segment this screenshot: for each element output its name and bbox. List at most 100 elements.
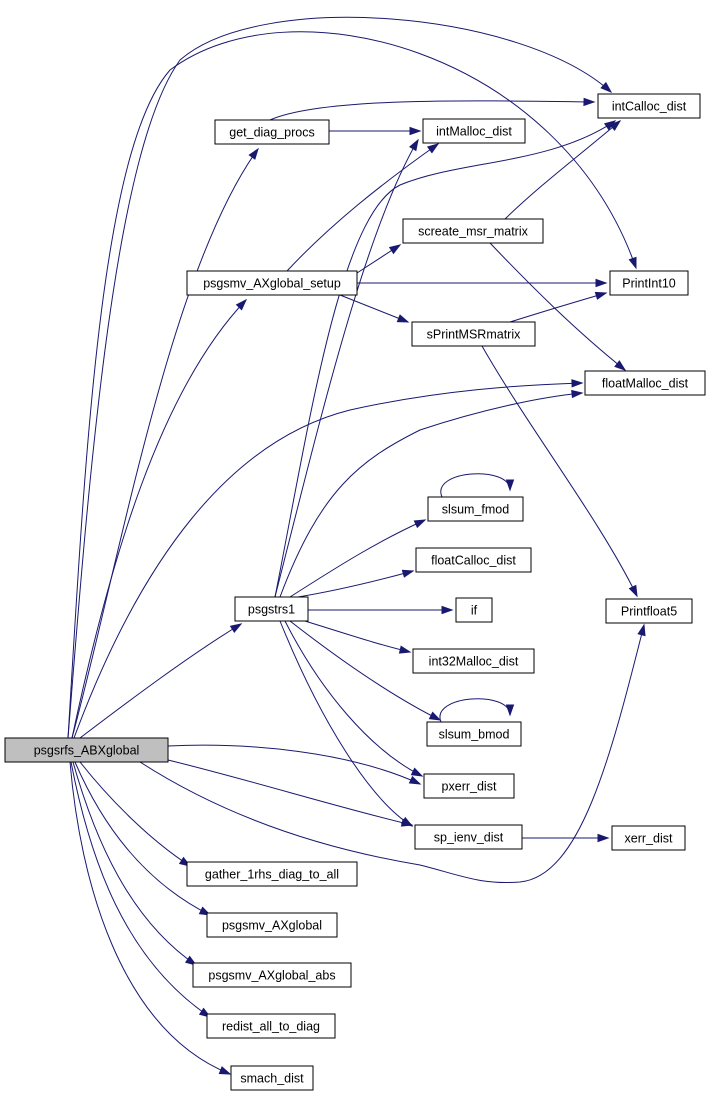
edge-root-to-psgsmv_AXglobal xyxy=(74,761,212,916)
edge-line xyxy=(72,761,197,966)
node-printfloat5[interactable]: Printfloat5 xyxy=(605,598,693,624)
node-box xyxy=(186,270,358,296)
edge-line xyxy=(304,620,411,653)
arrowhead-icon xyxy=(235,298,248,311)
node-redist-all-to-diag[interactable]: redist_all_to_diag xyxy=(206,1013,336,1039)
node-intcalloc-dist[interactable]: intCalloc_dist xyxy=(597,93,701,119)
node-sprintmsrmatrix[interactable]: sPrintMSRmatrix xyxy=(411,321,536,347)
node-label: psgsmv_AXglobal_setup xyxy=(203,277,341,291)
edge-line xyxy=(69,761,231,1075)
edge-line xyxy=(71,148,259,739)
arrowhead-icon xyxy=(609,120,622,131)
edge-line xyxy=(70,761,211,1018)
node-psgsmv-axglobal[interactable]: psgsmv_AXglobal xyxy=(206,912,338,938)
edge-slsum_bmod-to-slsum_bmod xyxy=(439,698,515,723)
edge-line xyxy=(489,242,626,371)
node-gather-1rhs-diag-to-all[interactable]: gather_1rhs_diag_to_all xyxy=(186,861,358,887)
arrowhead-icon xyxy=(409,126,422,136)
edge-screate_msr_matrix-to-intCalloc_dist xyxy=(504,120,622,220)
edge-line xyxy=(289,620,441,721)
node-label: intMalloc_dist xyxy=(436,125,512,139)
node-sp-ienv-dist[interactable]: sp_ienv_dist xyxy=(414,824,523,850)
node-label: redist_all_to_diag xyxy=(222,1020,320,1034)
node-if[interactable]: if xyxy=(455,597,493,623)
node-label: gather_1rhs_diag_to_all xyxy=(205,868,339,882)
node-smach-dist[interactable]: smach_dist xyxy=(230,1065,314,1091)
edge-line xyxy=(139,624,645,884)
node-root[interactable]: psgsrfs_ABXglobal xyxy=(4,737,169,763)
node-label: Printfloat5 xyxy=(621,605,677,619)
node-psgsmv-axglobal-setup[interactable]: psgsmv_AXglobal_setup xyxy=(186,270,358,296)
edge-get_diag_procs-to-intCalloc_dist xyxy=(269,97,596,121)
node-box xyxy=(414,824,523,850)
node-slsum-fmod[interactable]: slsum_fmod xyxy=(427,496,524,522)
edge-psgstrs1-to-slsum_fmod xyxy=(289,519,427,598)
arrowhead-icon xyxy=(409,138,419,152)
edge-root-to-floatMalloc_dist xyxy=(73,379,584,739)
node-label: if xyxy=(471,604,478,618)
node-floatcalloc-dist[interactable]: floatCalloc_dist xyxy=(415,547,532,573)
node-box xyxy=(192,962,352,988)
arrowhead-icon xyxy=(600,81,613,94)
edge-psgsmv_AXglobal_setup-to-intMalloc_dist xyxy=(286,143,440,272)
edge-line xyxy=(67,16,612,739)
edge-root-to-Printfloat5 xyxy=(139,623,646,884)
node-box xyxy=(584,370,706,396)
node-slsum-bmod[interactable]: slsum_bmod xyxy=(426,721,522,747)
node-printint10[interactable]: PrintInt10 xyxy=(609,270,689,296)
node-label: slsum_bmod xyxy=(439,728,510,742)
node-label: get_diag_procs xyxy=(229,126,314,140)
node-box xyxy=(426,721,522,747)
node-int32malloc-dist[interactable]: int32Malloc_dist xyxy=(412,648,535,674)
node-screate-msr-matrix[interactable]: screate_msr_matrix xyxy=(402,218,544,244)
edge-root-to-psgsmv_AXglobal_setup xyxy=(71,298,248,739)
edge-line xyxy=(439,698,511,723)
arrowhead-icon xyxy=(597,833,610,843)
edge-line xyxy=(279,392,583,598)
arrowhead-icon xyxy=(603,120,617,131)
node-label: psgsmv_AXglobal xyxy=(222,919,322,933)
node-box xyxy=(422,118,526,144)
edge-sp_ienv_dist-to-xerr_dist xyxy=(522,833,610,843)
arrowhead-icon xyxy=(571,389,584,399)
edge-line xyxy=(481,345,638,597)
edge-line xyxy=(74,761,211,916)
node-label: PrintInt10 xyxy=(622,277,676,291)
node-get-diag-procs[interactable]: get_diag_procs xyxy=(214,119,330,145)
node-psgsmv-axglobal-abs[interactable]: psgsmv_AXglobal_abs xyxy=(192,962,352,988)
node-box xyxy=(427,496,524,522)
edge-line xyxy=(339,294,409,323)
node-label: int32Malloc_dist xyxy=(429,655,519,669)
node-box xyxy=(411,321,536,347)
edge-line xyxy=(269,100,595,121)
edge-screate_msr_matrix-to-floatMalloc_dist xyxy=(489,242,627,371)
edge-get_diag_procs-to-intMalloc_dist xyxy=(329,126,422,136)
edge-root-to-pxerr_dist xyxy=(167,744,422,785)
edge-psgstrs1-to-intMalloc_dist xyxy=(274,138,419,598)
arrowhead-icon xyxy=(505,704,515,717)
edge-line xyxy=(509,292,607,323)
node-xerr-dist[interactable]: xerr_dist xyxy=(611,825,686,851)
edge-root-to-psgsmv_AXglobal_abs xyxy=(72,761,198,966)
node-psgstrs1[interactable]: psgstrs1 xyxy=(234,596,309,622)
edge-psgstrs1-to-floatMalloc_dist xyxy=(279,389,584,598)
arrowhead-icon xyxy=(398,645,412,654)
node-label: xerr_dist xyxy=(625,832,673,846)
edge-root-to-intCalloc_dist xyxy=(67,16,613,739)
node-pxerr-dist[interactable]: pxerr_dist xyxy=(423,773,515,799)
node-floatmalloc-dist[interactable]: floatMalloc_dist xyxy=(584,370,706,396)
edge-slsum_fmod-to-slsum_fmod xyxy=(440,473,515,498)
edge-root-to-PrintInt10 xyxy=(67,31,637,739)
edge-psgstrs1-to-slsum_bmod xyxy=(289,620,442,721)
edge-line xyxy=(79,761,191,867)
arrowhead-icon xyxy=(408,775,422,785)
node-box xyxy=(423,773,515,799)
edge-line xyxy=(440,473,511,498)
edge-line xyxy=(274,120,616,598)
node-box xyxy=(4,737,169,763)
arrowhead-icon xyxy=(396,314,410,323)
arrowhead-icon xyxy=(428,711,442,721)
node-intmalloc-dist[interactable]: intMalloc_dist xyxy=(422,118,526,144)
arrowhead-icon xyxy=(401,569,415,578)
edge-sPrintMSRmatrix-to-PrintInt10 xyxy=(509,291,608,323)
